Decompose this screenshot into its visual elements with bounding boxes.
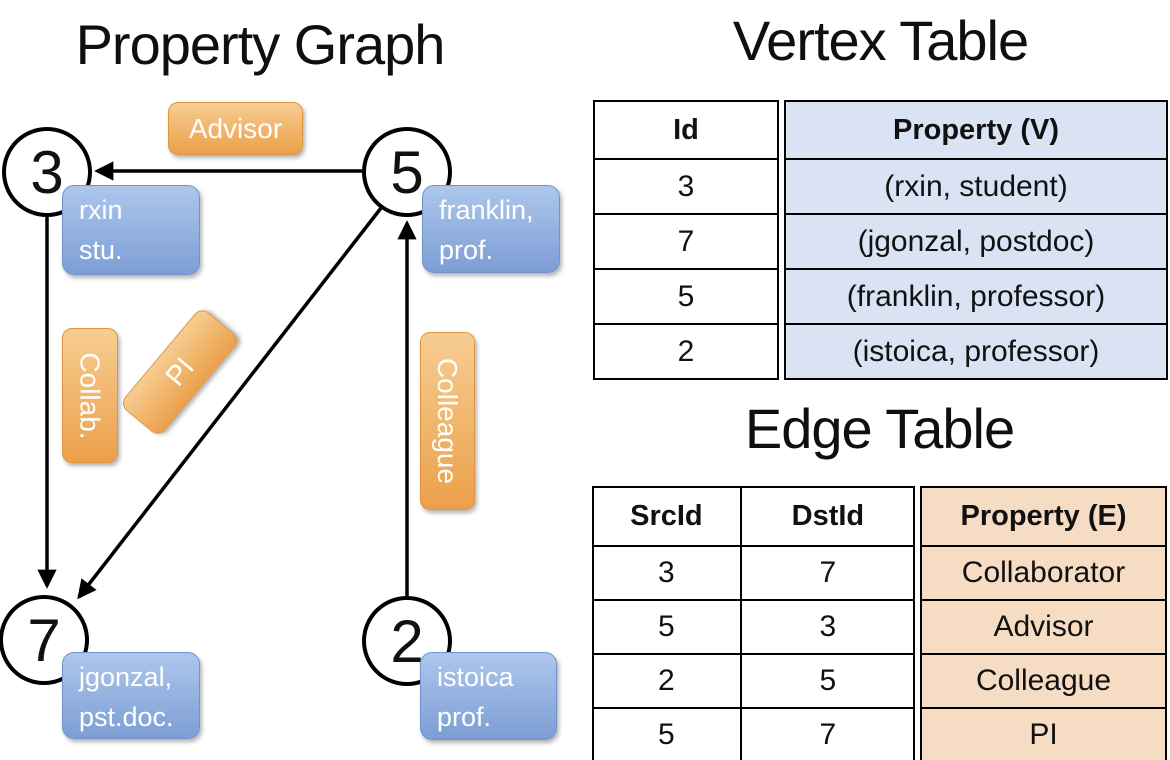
node-id-label: 7 [27,606,61,674]
table-row: 5 7 [594,707,913,760]
table-cell: 5 [595,268,777,323]
vertex-property-line: franklin, [439,195,534,225]
edge-table-property-column: Property (E) Collaborator Advisor Collea… [920,486,1167,760]
table-row: 3 7 [594,545,913,599]
vertex-table: Id 3 7 5 2 Property (V) (rxin, student) … [593,100,1168,380]
vertex-property-box-2: istoica prof. [420,652,557,740]
vertex-property-box-3: rxin stu. [62,185,200,275]
table-row: 5 3 [594,599,913,653]
table-cell: 5 [658,610,675,643]
edge-label-colleague: Colleague [420,332,475,510]
table-cell: (franklin, professor) [786,268,1166,323]
column-header: Property (V) [893,113,1059,146]
table-cell: 3 [595,158,777,213]
edge-label-text: Colleague [432,357,464,485]
column-header: SrcId [630,500,703,532]
edge-label-text: PI [159,351,200,392]
edge-label-text: Collab. [75,351,107,440]
vertex-property-line: prof. [439,235,494,265]
column-header: Id [673,113,699,146]
table-cell: 5 [658,718,675,751]
graph-edges-lines [37,161,417,600]
table-cell: 2 [595,323,777,378]
edge-table: SrcId DstId 3 7 5 3 2 5 5 7 Property (E)… [592,486,1167,760]
table-cell: 7 [595,213,777,268]
node-circle-5: 5 [362,127,452,217]
vertex-table-title: Vertex Table [732,9,1029,72]
table-cell: 3 [739,601,914,653]
column-header: DstId [739,488,914,545]
node-id-label: 5 [390,138,424,206]
vertex-table-property-column: Property (V) (rxin, student) (jgonzal, p… [784,100,1168,380]
table-cell: 2 [658,664,675,697]
edge-5-to-7 [77,206,383,600]
edge-table-title: Edge Table [744,397,1015,460]
edge-label-collab: Collab. [62,328,118,463]
vertex-property-line: rxin [79,195,123,225]
vertex-property-line: istoica [437,662,514,692]
edge-label-text: Advisor [188,112,283,144]
node-id-label: 2 [390,607,424,675]
table-cell: PI [922,707,1165,760]
table-cell: Advisor [922,599,1165,653]
vertex-property-line: jgonzal, [79,662,173,692]
table-cell: 3 [658,556,675,589]
property-graph-title: Property Graph [75,13,446,76]
table-cell: Colleague [922,653,1165,707]
column-header: Property (E) [960,500,1127,532]
table-cell: (istoica, professor) [786,323,1166,378]
vertex-property-box-7: jgonzal, pst.doc. [62,652,200,739]
vertex-table-id-column: Id 3 7 5 2 [593,100,779,380]
table-row: 2 5 [594,653,913,707]
node-id-label: 3 [30,138,64,206]
edge-table-id-columns: SrcId DstId 3 7 5 3 2 5 5 7 [592,486,915,760]
table-cell: (rxin, student) [786,158,1166,213]
vertex-property-box-5: franklin, prof. [422,185,560,273]
edge-label-advisor: Advisor [168,102,303,155]
vertex-property-line: prof. [437,702,492,732]
table-cell: 7 [739,709,914,760]
table-cell: 5 [739,655,914,707]
table-cell: (jgonzal, postdoc) [786,213,1166,268]
vertex-property-line: stu. [79,235,123,265]
column-header-row: SrcId DstId [594,488,913,545]
table-cell: 7 [739,547,914,599]
node-circle-2: 2 [362,596,452,686]
table-cell: Collaborator [922,545,1165,599]
vertex-property-line: pst.doc. [79,702,174,732]
